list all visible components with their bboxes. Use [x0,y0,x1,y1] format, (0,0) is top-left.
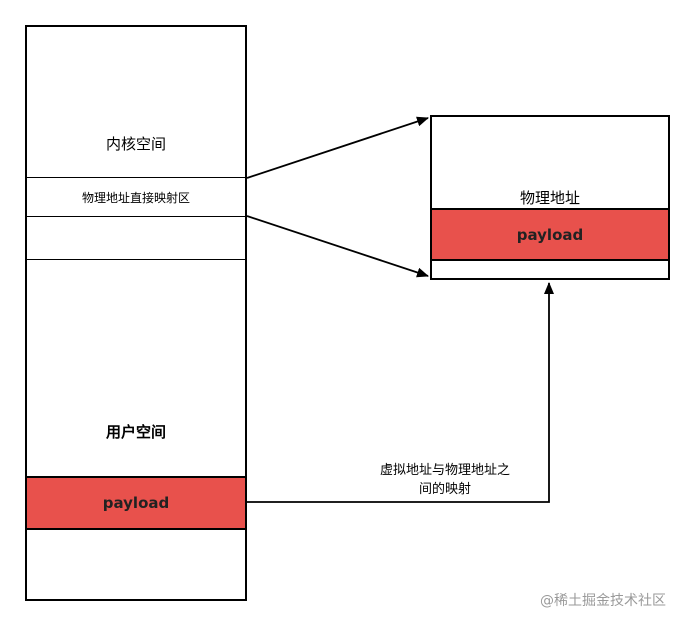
direct-map-top-divider [25,177,247,178]
watermark: @稀土掘金技术社区 [540,593,666,609]
direct-map-arrow-top [246,116,429,179]
payload-mapping-arrow [247,282,554,503]
mapping-caption-line-2: 间的映射 [418,482,471,497]
mapping-caption: 虚拟地址与物理地址之 间的映射 [350,461,540,499]
user-space-label: 用户空间 [105,423,166,441]
physical-address-title: 物理地址 [519,189,580,207]
physical-payload-label: payload [516,225,584,244]
direct-map-bottom-divider [25,216,247,217]
physical-payload-block: payload [430,208,670,261]
direct-map-arrow-bottom [246,215,429,278]
virtual-payload-label: payload [102,494,170,512]
direct-map-region-label: 物理地址直接映射区 [81,191,190,205]
virtual-payload-block: payload [25,476,247,530]
mapping-caption-line-1: 虚拟地址与物理地址之 [379,463,510,478]
user-space-top-divider [25,259,247,260]
kernel-space-label: 内核空间 [105,135,166,153]
